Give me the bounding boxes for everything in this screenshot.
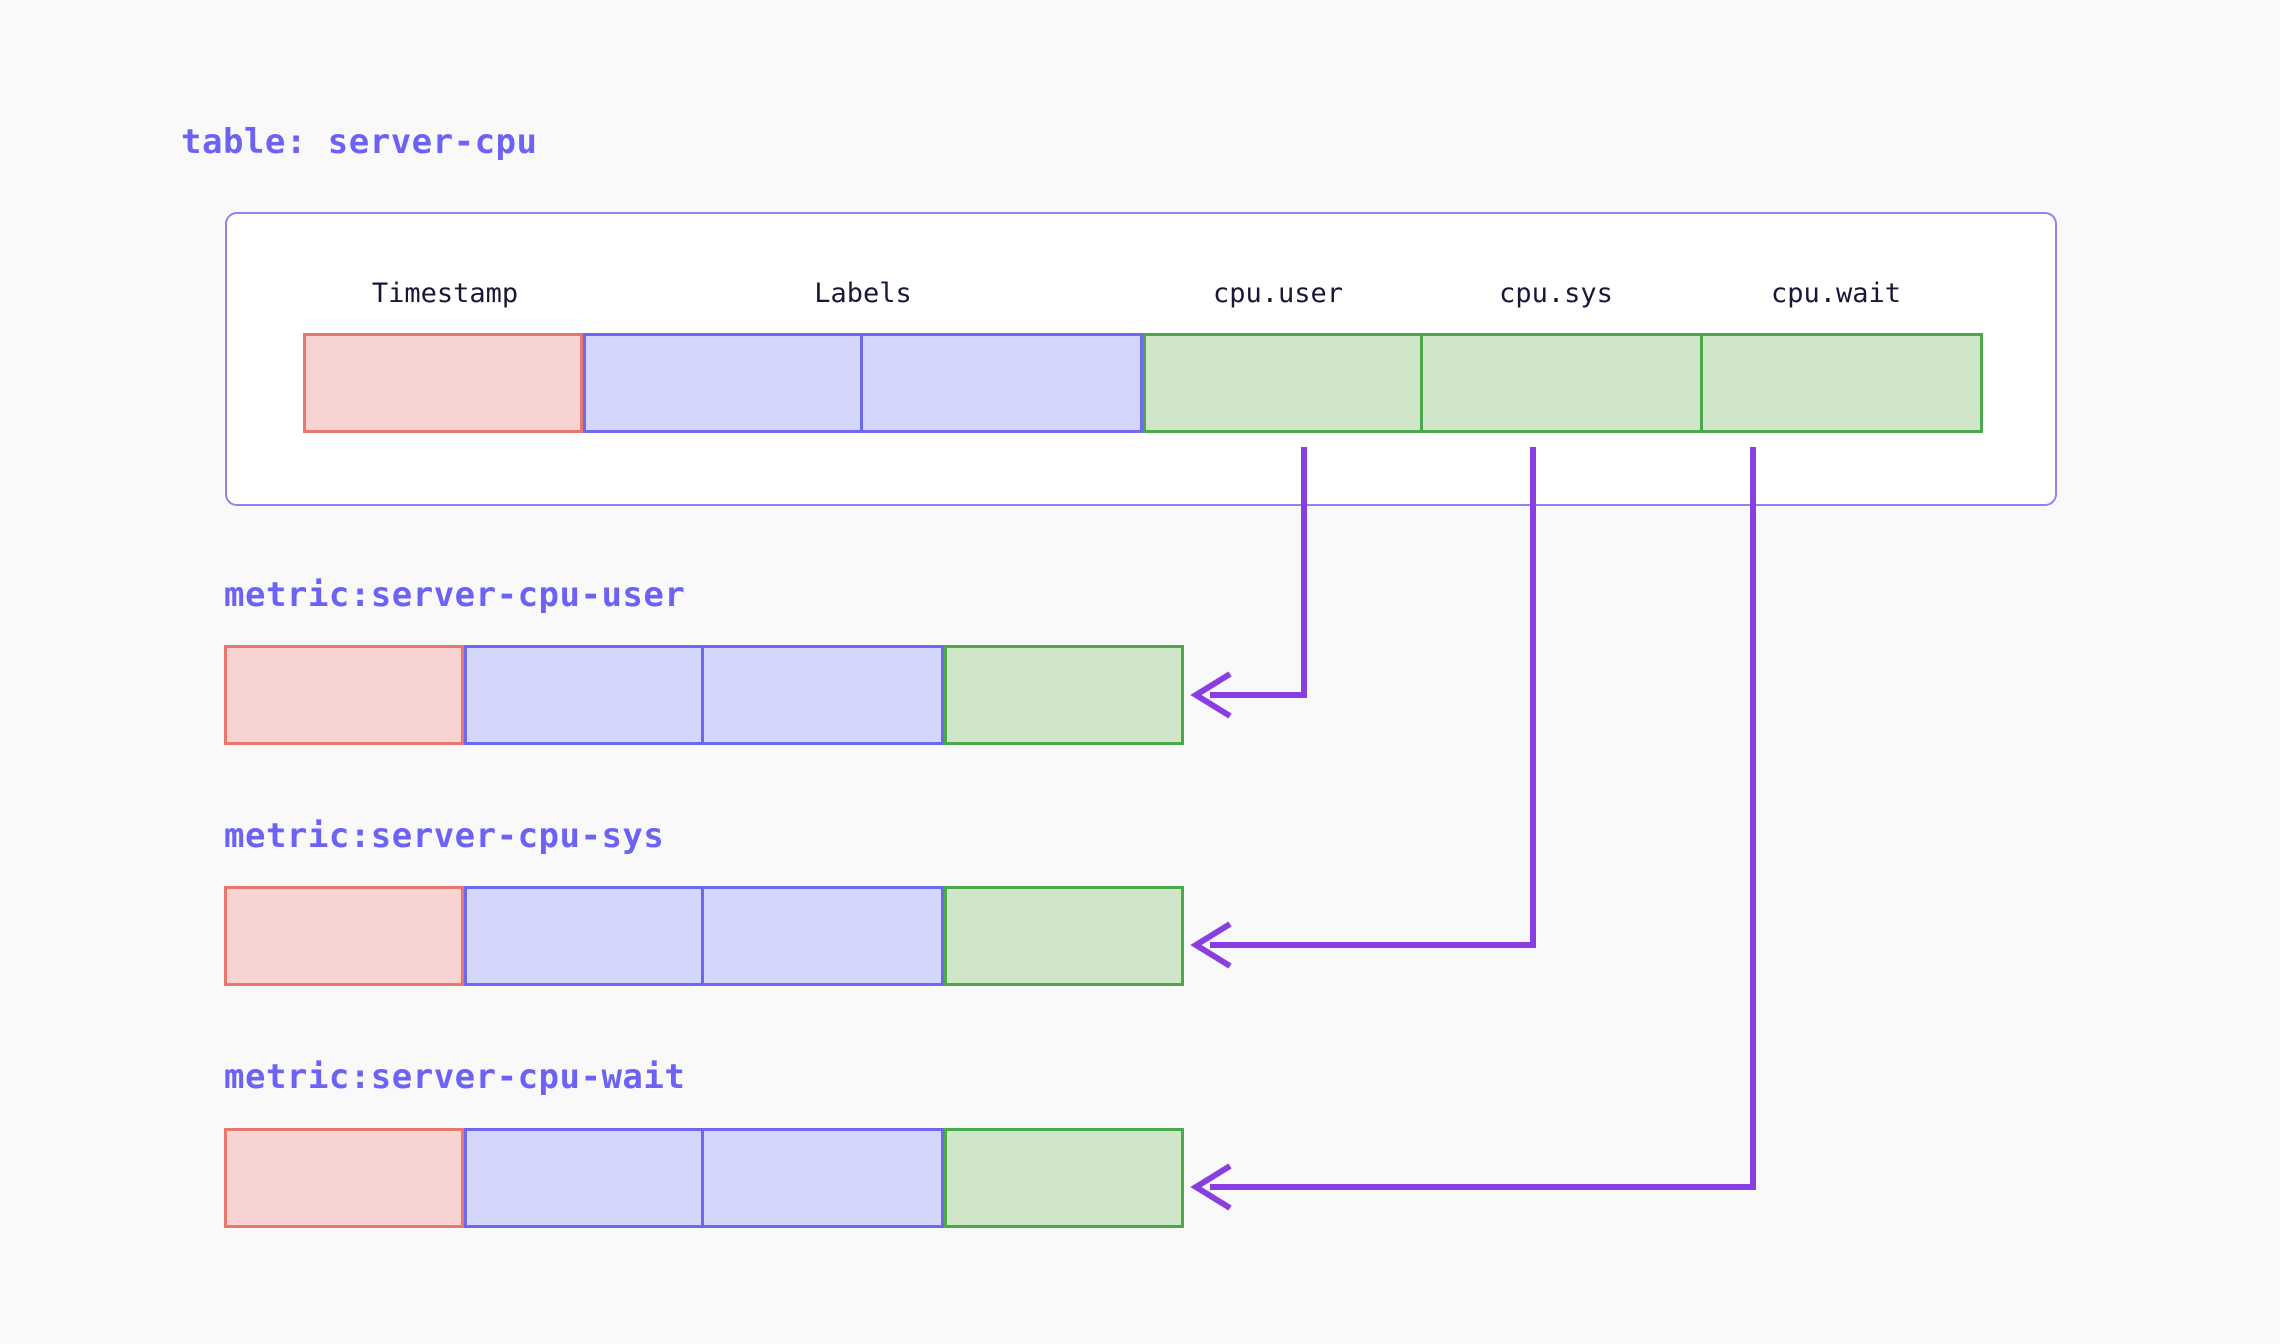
- metric-cell-value: [944, 1128, 1184, 1228]
- column-header-cpu-wait: cpu.wait: [1770, 278, 1902, 309]
- metric-cell-label: [704, 886, 944, 986]
- metric-cell-label: [704, 645, 944, 745]
- metric-cell-value: [944, 886, 1184, 986]
- arrow-cpu-wait: [1190, 447, 1756, 1211]
- metric-cell-timestamp: [224, 1128, 464, 1228]
- metric-cell-value: [944, 645, 1184, 745]
- table-cell-label: [583, 333, 863, 433]
- metric-cell-label: [704, 1128, 944, 1228]
- table-row: [303, 333, 1983, 433]
- table-cell-value: [1143, 333, 1423, 433]
- arrowhead: [1190, 671, 1232, 719]
- table-cell-value: [1703, 333, 1983, 433]
- metric-cell-timestamp: [224, 886, 464, 986]
- table-cell-timestamp: [303, 333, 583, 433]
- arrowhead: [1190, 1163, 1232, 1211]
- arrow-cpu-sys: [1190, 447, 1536, 969]
- column-header-timestamp: Timestamp: [371, 278, 519, 309]
- metric-title: metric:server-cpu-wait: [224, 1057, 686, 1097]
- column-header-labels: Labels: [814, 278, 912, 309]
- column-header-cpu-user: cpu.user: [1212, 278, 1344, 309]
- metric-cell-label: [464, 645, 704, 745]
- metric-row: [224, 1128, 1184, 1228]
- metric-title: metric:server-cpu-sys: [224, 816, 665, 856]
- table-cell-label: [863, 333, 1143, 433]
- metric-cell-timestamp: [224, 645, 464, 745]
- metric-row: [224, 886, 1184, 986]
- metric-cell-label: [464, 886, 704, 986]
- arrowhead: [1190, 921, 1232, 969]
- metric-row: [224, 645, 1184, 745]
- metric-title: metric:server-cpu-user: [224, 575, 686, 615]
- metric-cell-label: [464, 1128, 704, 1228]
- table-cell-value: [1423, 333, 1703, 433]
- table-title: table: server-cpu: [181, 122, 538, 162]
- table-column-headers: Timestamp Labels cpu.user cpu.sys cpu.wait: [225, 278, 2057, 322]
- column-header-cpu-sys: cpu.sys: [1499, 278, 1613, 309]
